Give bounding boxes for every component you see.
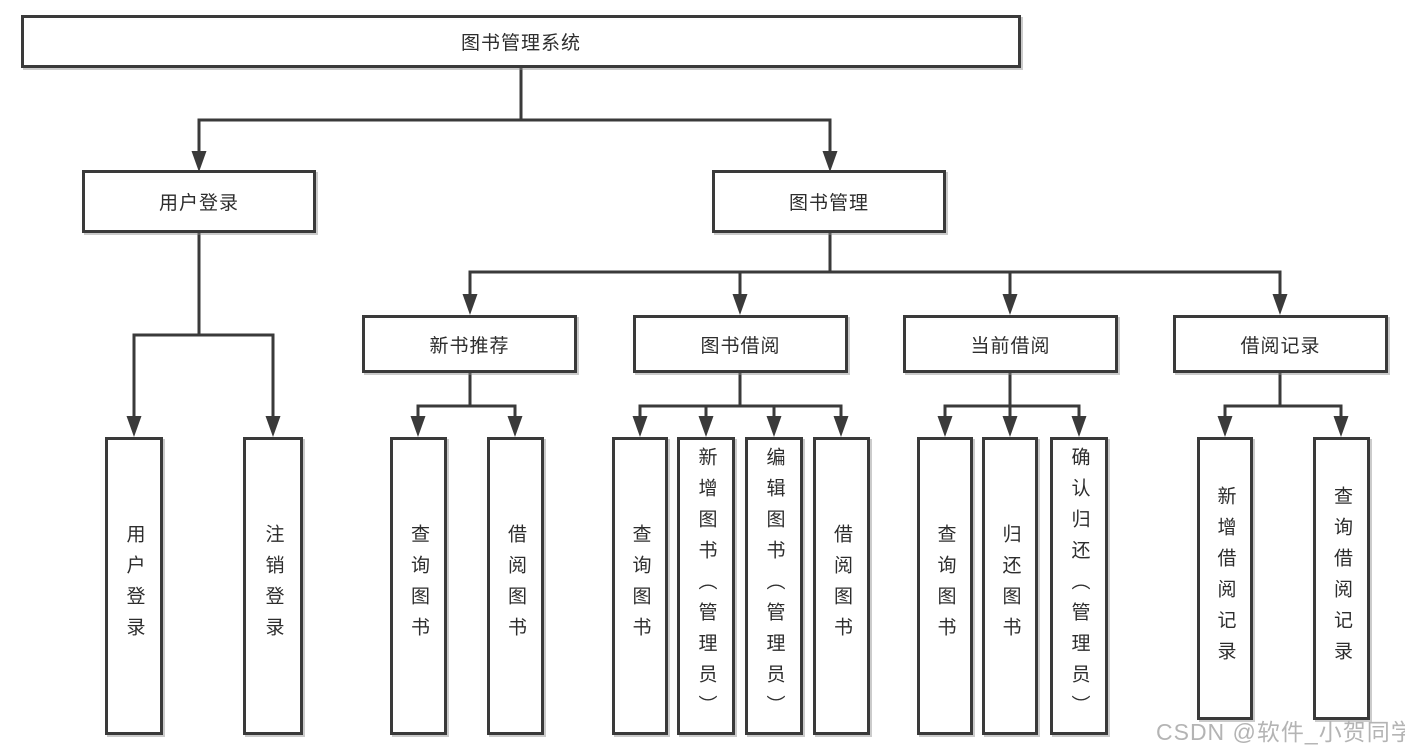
node-user-login-label: 用户登录	[158, 193, 239, 214]
node-book-borrowing: 图书借阅	[633, 315, 848, 373]
leaf-return-books: 归还图书	[982, 437, 1038, 735]
leaf-add-books-admin: 新增图书（管理员）	[677, 437, 735, 735]
node-borrowing-records-label: 借阅记录	[1240, 335, 1321, 357]
leaf-query-borrow-record-label: 查询借阅记录	[1331, 485, 1352, 672]
leaf-query-books-1: 查询图书	[390, 437, 447, 735]
leaf-user-login: 用户登录	[105, 437, 163, 735]
leaf-edit-books-admin: 编辑图书（管理员）	[745, 437, 803, 735]
leaf-borrow-books-2: 借阅图书	[813, 437, 870, 735]
node-root: 图书管理系统	[21, 15, 1021, 68]
leaf-add-borrow-record-label: 新增借阅记录	[1214, 485, 1236, 672]
leaf-user-login-label: 用户登录	[123, 524, 145, 648]
leaf-query-books-2: 查询图书	[612, 437, 668, 735]
node-book-borrowing-label: 图书借阅	[700, 335, 781, 357]
node-book-management: 图书管理	[712, 170, 946, 233]
leaf-confirm-return-admin: 确认归还（管理员）	[1050, 437, 1108, 735]
leaf-add-books-admin-label: 新增图书（管理员）	[695, 446, 717, 726]
leaf-logout-login-label: 注销登录	[262, 524, 284, 648]
node-user-login: 用户登录	[82, 170, 316, 233]
leaf-add-borrow-record: 新增借阅记录	[1197, 437, 1253, 720]
node-current-borrowing-label: 当前借阅	[970, 335, 1051, 357]
leaf-query-borrow-record: 查询借阅记录	[1313, 437, 1370, 720]
node-current-borrowing: 当前借阅	[903, 315, 1118, 373]
leaf-query-books-3: 查询图书	[917, 437, 973, 735]
leaf-return-books-label: 归还图书	[999, 524, 1021, 648]
node-new-book-recommend: 新书推荐	[362, 315, 577, 373]
node-new-book-recommend-label: 新书推荐	[429, 335, 510, 357]
leaf-query-books-3-label: 查询图书	[934, 524, 956, 648]
leaf-borrow-books-1: 借阅图书	[487, 437, 544, 735]
leaf-query-books-1-label: 查询图书	[408, 524, 429, 648]
leaf-borrow-books-1-label: 借阅图书	[505, 524, 526, 648]
leaf-logout-login: 注销登录	[243, 437, 303, 735]
leaf-confirm-return-admin-label: 确认归还（管理员）	[1068, 446, 1090, 726]
arrowheads	[126, 151, 1349, 437]
leaf-query-books-2-label: 查询图书	[629, 524, 651, 648]
watermark: CSDN @软件_小贺同学	[1156, 719, 1405, 745]
leaf-borrow-books-2-label: 借阅图书	[831, 524, 852, 648]
node-borrowing-records: 借阅记录	[1173, 315, 1388, 373]
node-book-management-label: 图书管理	[788, 193, 869, 214]
leaf-edit-books-admin-label: 编辑图书（管理员）	[763, 446, 785, 726]
node-root-label: 图书管理系统	[460, 33, 581, 54]
